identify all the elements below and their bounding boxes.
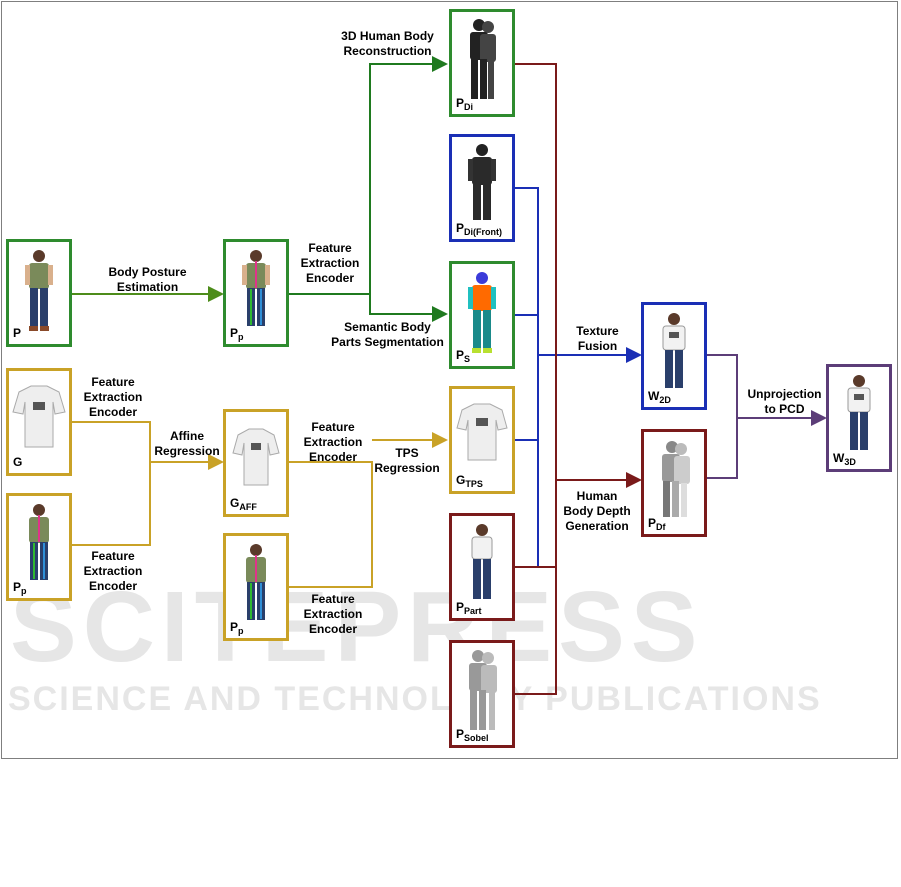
box-label: W3D xyxy=(833,451,856,467)
box-label: P xyxy=(13,326,22,340)
person-pose-photo-icon xyxy=(246,544,266,620)
box-label: PS xyxy=(456,348,471,364)
input-person-box: P xyxy=(6,239,72,347)
garment-box: G xyxy=(6,368,72,476)
box-label: Pp xyxy=(230,326,244,342)
pose-person-box-1: Pp xyxy=(223,239,289,347)
sobel-box: PSobel xyxy=(449,640,515,748)
front-body-box: PDi(Front) xyxy=(449,134,515,242)
tshirt-photo-icon xyxy=(456,403,508,461)
box-label: G xyxy=(13,455,23,469)
box-label: PPart xyxy=(456,600,482,616)
tryon-2d-box: W2D xyxy=(641,302,707,410)
box-label: Pp xyxy=(230,620,244,636)
tryon-result-photo-icon xyxy=(847,375,871,450)
figure-frame xyxy=(1,1,898,759)
person-photo-icon xyxy=(25,250,53,331)
pose-person-box-3: Pp xyxy=(223,533,289,641)
box-label: PSobel xyxy=(456,727,489,743)
depth-box: PDf xyxy=(641,429,707,537)
body-reconstruction-box: PDi xyxy=(449,9,515,117)
tryon-result-photo-icon xyxy=(662,313,686,388)
person-pose-photo-icon xyxy=(29,504,49,580)
box-label: PDi(Front) xyxy=(456,221,503,237)
tps-garment-box: GTPS xyxy=(449,386,515,494)
box-label: GTPS xyxy=(456,473,483,489)
person-pose-photo-icon xyxy=(242,250,270,326)
3d-body-render-icon xyxy=(470,19,496,99)
person-part-photo-icon xyxy=(471,524,493,599)
depth-map-icon xyxy=(662,441,690,517)
box-label: PDf xyxy=(648,516,666,532)
box-label: W2D xyxy=(648,389,671,405)
pose-person-box-2: Pp xyxy=(6,493,72,601)
box-label: Pp xyxy=(13,580,27,596)
sobel-edge-render-icon xyxy=(469,650,497,730)
box-label: PDi xyxy=(456,96,474,112)
segmentation-box: PS xyxy=(449,261,515,369)
affine-garment-box: GAFF xyxy=(223,409,289,517)
front-body-render-icon xyxy=(468,144,496,220)
box-label: GAFF xyxy=(230,496,257,512)
tryon-3d-box: W3D xyxy=(826,364,892,472)
tshirt-photo-icon xyxy=(12,385,66,448)
person-part-box: PPart xyxy=(449,513,515,621)
segmentation-map-icon xyxy=(468,272,496,353)
tshirt-photo-icon xyxy=(232,428,280,486)
